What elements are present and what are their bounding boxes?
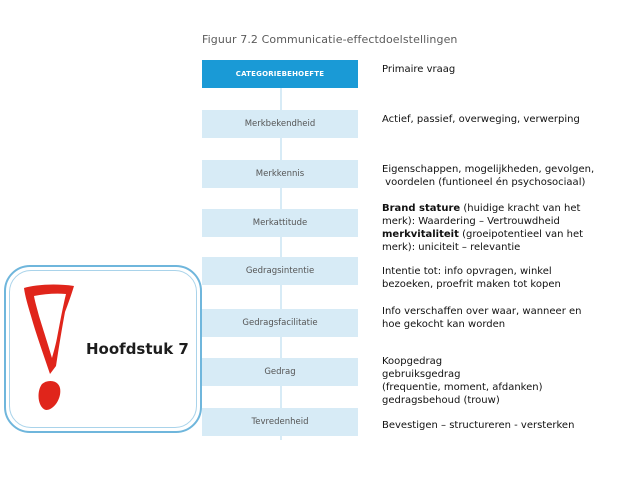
desc-line: Primaire vraag (382, 64, 456, 75)
desc-line: Koopgedrag (382, 356, 443, 367)
step-tevredenheid: Tevredenheid (202, 408, 358, 436)
desc-line: merkvitaliteit (groeipotentieel van het (382, 228, 622, 241)
step-categoriebehoefte: CATEGORIEBEHOEFTE (202, 60, 358, 88)
desc-line: gebruiksgedrag (382, 369, 461, 380)
desc-text: (groeipotentieel van het (458, 229, 584, 240)
step-gedrag: Gedrag (202, 358, 358, 386)
desc-line: Eigenschappen, mogelijkheden, gevolgen, (382, 164, 595, 175)
desc-line: Intentie tot: info opvragen, winkel (382, 266, 552, 277)
chapter-label: Hoofdstuk 7 (86, 340, 189, 358)
merkvitaliteit-term: merkvitaliteit (382, 229, 459, 240)
connector-line (280, 60, 282, 440)
desc-line: (frequentie, moment, afdanken) (382, 382, 543, 393)
figure-title: Figuur 7.2 Communicatie-effectdoelstelli… (202, 33, 458, 46)
desc-gedragsfacilitatie: Info verschaffen over waar, wanneer en h… (382, 305, 622, 331)
step-gedragsfacilitatie: Gedragsfacilitatie (202, 309, 358, 337)
desc-gedragsintentie: Intentie tot: info opvragen, winkel bezo… (382, 265, 622, 291)
step-merkattitude: Merkattitude (202, 209, 358, 237)
desc-line: Info verschaffen over waar, wanneer en (382, 306, 582, 317)
desc-line: gedragsbehoud (trouw) (382, 395, 500, 406)
step-gedragsintentie: Gedragsintentie (202, 257, 358, 285)
desc-text: (huidige kracht van het (460, 203, 581, 214)
brand-stature-term: Brand stature (382, 203, 461, 214)
step-merkbekendheid: Merkbekendheid (202, 110, 358, 138)
exclamation-icon (24, 284, 74, 410)
desc-line: bezoeken, proefrit maken tot kopen (382, 279, 561, 290)
desc-line: Bevestigen – structureren - versterken (382, 420, 575, 431)
step-merkkennis: Merkkennis (202, 160, 358, 188)
desc-line: voordelen (funtioneel én psychosociaal) (382, 177, 586, 188)
desc-merkbekendheid: Actief, passief, overweging, verwerping (382, 113, 622, 126)
desc-merkkennis: Eigenschappen, mogelijkheden, gevolgen, … (382, 163, 622, 189)
desc-line: Brand stature (huidige kracht van het (382, 202, 622, 215)
desc-tevredenheid: Bevestigen – structureren - versterken (382, 419, 622, 432)
desc-primaire-vraag: Primaire vraag (382, 63, 622, 76)
desc-merkattitude: Brand stature (huidige kracht van het me… (382, 202, 622, 254)
desc-line: merk): uniciteit – relevantie (382, 242, 521, 253)
desc-line: merk): Waardering – Vertrouwdheid (382, 216, 560, 227)
desc-line: hoe gekocht kan worden (382, 319, 506, 330)
desc-line: Actief, passief, overweging, verwerping (382, 114, 580, 125)
desc-gedrag: Koopgedrag gebruiksgedrag (frequentie, m… (382, 355, 622, 407)
chapter-panel-inner-border (9, 270, 197, 428)
